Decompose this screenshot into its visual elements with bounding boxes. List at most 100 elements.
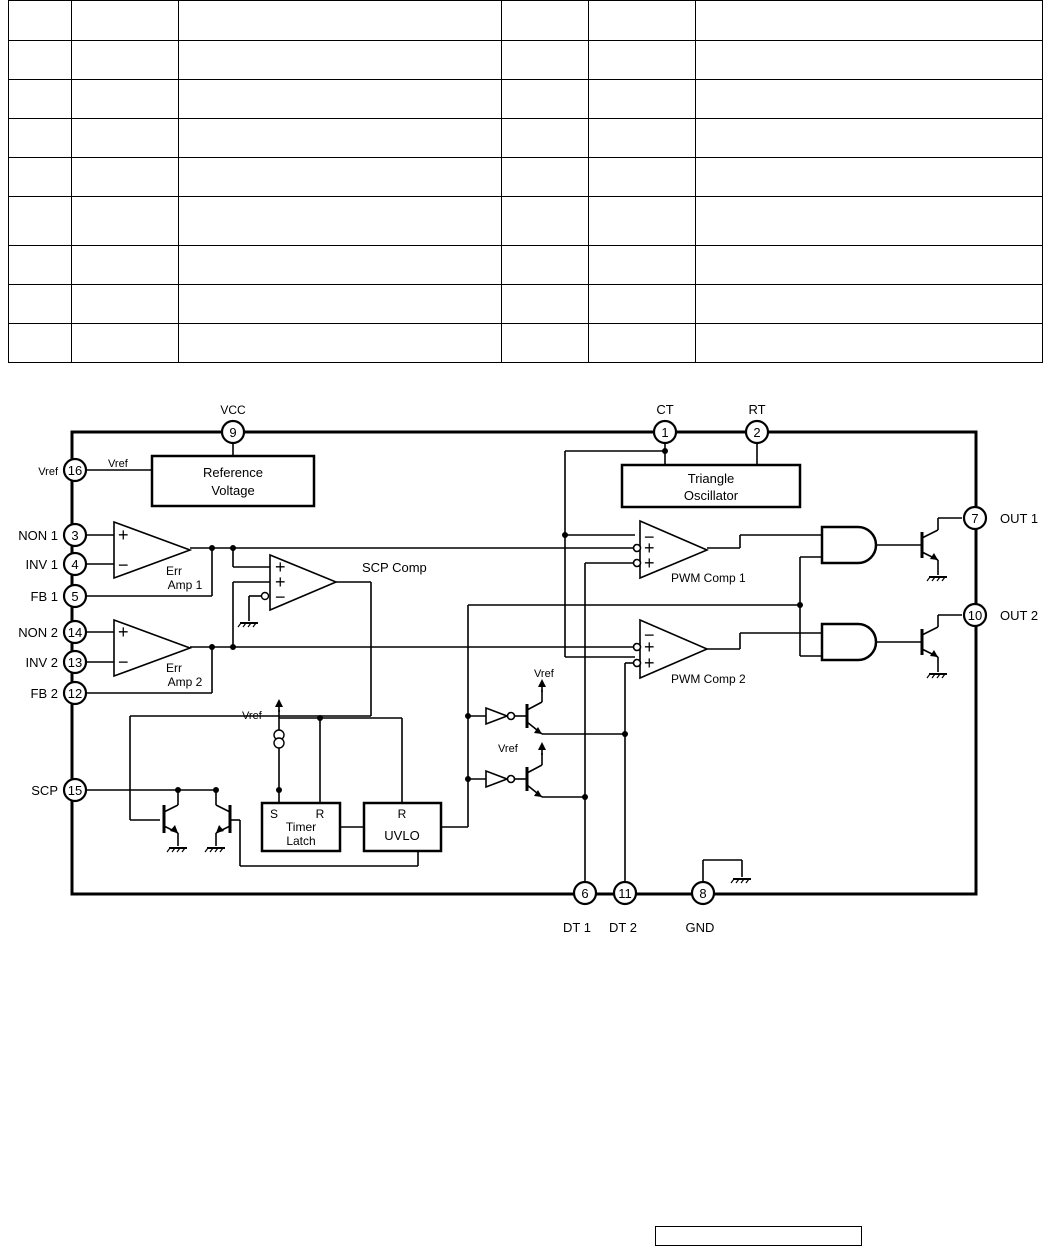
table-cell (501, 40, 589, 80)
table-cell (588, 245, 696, 285)
table-cell (695, 118, 1043, 158)
table-cell (71, 0, 179, 41)
table-row (8, 157, 1043, 197)
label-fb1: FB 1 (31, 589, 58, 604)
table-cell (588, 284, 696, 324)
table-cell (178, 118, 502, 158)
pwm-comp1-label: PWM Comp 1 (671, 571, 746, 585)
table-cell (71, 79, 179, 119)
table-row (8, 0, 1043, 41)
table-cell (501, 245, 589, 285)
table-cell (178, 0, 502, 41)
table-cell (8, 245, 72, 285)
ref-voltage-line2: Voltage (211, 483, 254, 498)
table-cell (178, 245, 502, 285)
svg-text:−: − (118, 555, 129, 575)
label-vref-pin: Vref (38, 466, 59, 478)
scp-comp-label: SCP Comp (362, 560, 427, 575)
label-out2: OUT 2 (1000, 608, 1038, 623)
table-cell (178, 79, 502, 119)
label-fb2: FB 2 (31, 686, 58, 701)
err-amp2-line1: Err (166, 661, 182, 675)
table-cell (71, 196, 179, 246)
timer-latch-latch: Latch (286, 834, 315, 848)
ref-voltage-line1: Reference (203, 465, 263, 480)
label-dt1: DT 1 (563, 920, 591, 935)
label-inv2: INV 2 (25, 655, 58, 670)
table-cell (178, 323, 502, 363)
pin-14: 14 (68, 625, 82, 640)
pin-circles (62, 419, 988, 906)
label-non1: NON 1 (18, 528, 58, 543)
pin-10: 10 (968, 608, 982, 623)
table-cell (695, 323, 1043, 363)
pin-1: 1 (661, 425, 668, 440)
table-cell (501, 157, 589, 197)
pin-15: 15 (68, 783, 82, 798)
table-row (8, 284, 1043, 324)
label-vcc: VCC (220, 403, 246, 417)
osc-line1: Triangle (688, 471, 734, 486)
pin-table (8, 0, 1043, 363)
pin-9: 9 (229, 425, 236, 440)
table-cell (501, 118, 589, 158)
table-cell (588, 79, 696, 119)
table-cell (695, 79, 1043, 119)
footer-box (655, 1226, 862, 1246)
svg-text:−: − (275, 587, 286, 607)
table-cell (501, 79, 589, 119)
table-cell (8, 0, 72, 41)
label-non2: NON 2 (18, 625, 58, 640)
table-cell (71, 284, 179, 324)
table-cell (8, 284, 72, 324)
label-dt2: DT 2 (609, 920, 637, 935)
svg-text:+: + (118, 622, 129, 642)
table-cell (695, 284, 1043, 324)
table-cell (178, 157, 502, 197)
label-inv1: INV 1 (25, 557, 58, 572)
timer-latch-timer: Timer (286, 820, 316, 834)
table-cell (71, 323, 179, 363)
reference-voltage-block (150, 454, 316, 508)
table-cell (71, 40, 179, 80)
label-vref-internal: Vref (108, 458, 129, 470)
err-amp2-line2: Amp 2 (168, 675, 203, 689)
table-cell (501, 0, 589, 41)
label-scp: SCP (31, 783, 58, 798)
table-cell (501, 323, 589, 363)
vref-transistor2-label: Vref (498, 743, 519, 755)
pin-13: 13 (68, 655, 82, 670)
table-cell (588, 196, 696, 246)
uvlo-label: UVLO (384, 828, 419, 843)
table-cell (695, 0, 1043, 41)
table-cell (8, 323, 72, 363)
label-ct: CT (656, 402, 673, 417)
svg-text:−: − (644, 527, 655, 547)
table-cell (501, 196, 589, 246)
pin-12: 12 (68, 686, 82, 701)
uvlo-r: R (398, 807, 407, 821)
table-cell (8, 196, 72, 246)
table-cell (178, 284, 502, 324)
table-cell (588, 157, 696, 197)
pwm-comp2-label: PWM Comp 2 (671, 672, 746, 686)
table-cell (8, 118, 72, 158)
timer-latch-block (260, 801, 342, 853)
table-cell (8, 40, 72, 80)
table-cell (71, 118, 179, 158)
label-out1: OUT 1 (1000, 511, 1038, 526)
pin-2: 2 (753, 425, 760, 440)
pin-8: 8 (699, 886, 706, 901)
svg-text:+: + (644, 553, 655, 573)
table-cell (8, 79, 72, 119)
table-row (8, 79, 1043, 119)
svg-text:+: + (644, 637, 655, 657)
triangle-oscillator-block (620, 463, 802, 509)
table-cell (71, 245, 179, 285)
table-cell (178, 40, 502, 80)
table-cell (695, 245, 1043, 285)
block-diagram: + − + − + + − − + + − + + 9 1 2 16 (18, 402, 1038, 935)
timer-latch-s: S (270, 807, 278, 821)
table-cell (501, 284, 589, 324)
svg-text:+: + (644, 653, 655, 673)
